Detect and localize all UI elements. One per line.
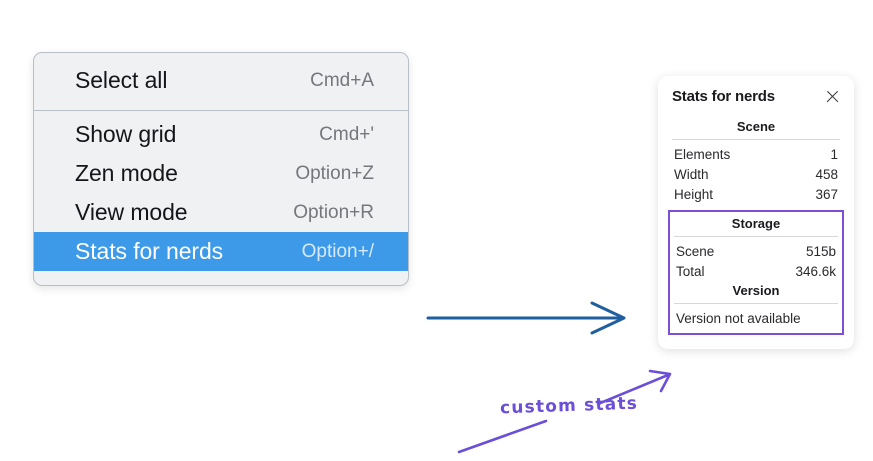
menu-item-label: Zen mode <box>75 160 178 186</box>
menu-item-shortcut: Option+/ <box>301 240 374 262</box>
menu-item-select-all[interactable]: Select all Cmd+A <box>34 61 408 100</box>
menu-group-bottom: Show grid Cmd+' Zen mode Option+Z View m… <box>34 111 408 285</box>
menu-item-label: Select all <box>75 67 168 93</box>
stat-row: Scene 515b <box>674 241 838 261</box>
section-storage: Storage Scene 515b Total 346.6k <box>674 214 838 281</box>
menu-divider <box>34 110 408 111</box>
stat-row: Elements 1 <box>672 144 840 164</box>
section-heading-version: Version <box>732 283 780 298</box>
stat-label: Width <box>674 166 709 182</box>
menu-group-top: Select all Cmd+A <box>34 53 408 110</box>
menu-item-show-grid[interactable]: Show grid Cmd+' <box>34 115 408 154</box>
section-heading-scene: Scene <box>736 119 776 134</box>
panel-title: Stats for nerds <box>672 88 775 105</box>
menu-item-shortcut: Cmd+' <box>319 123 374 145</box>
stat-label: Total <box>676 263 705 279</box>
menu-item-zen-mode[interactable]: Zen mode Option+Z <box>34 154 408 193</box>
section-version: Version Version not available <box>674 281 838 329</box>
stat-value: 1 <box>830 146 838 162</box>
menu-item-stats-for-nerds[interactable]: Stats for nerds Option+/ <box>34 232 408 271</box>
section-scene: Scene Elements 1 Width 458 Height 367 <box>672 117 840 204</box>
section-rule <box>674 303 838 304</box>
stat-label: Scene <box>676 243 715 259</box>
menu-item-view-mode[interactable]: View mode Option+R <box>34 193 408 232</box>
menu-item-label: Show grid <box>75 121 177 147</box>
stat-value: 346.6k <box>795 263 836 279</box>
version-value: Version not available <box>676 311 801 326</box>
section-rule <box>672 139 840 140</box>
blue-arrow <box>426 301 626 335</box>
menu-item-label: View mode <box>75 199 188 225</box>
stat-label: Height <box>674 186 714 202</box>
menu-item-shortcut: Option+Z <box>295 162 374 184</box>
menu-item-shortcut: Option+R <box>293 201 374 223</box>
menu-item-label: Stats for nerds <box>75 238 224 264</box>
menu-item-shortcut: Cmd+A <box>310 69 374 91</box>
close-icon[interactable] <box>825 89 840 104</box>
purple-arrow-lower <box>457 419 548 454</box>
stat-value: 515b <box>805 243 836 259</box>
stat-row: Height 367 <box>672 184 840 204</box>
stats-for-nerds-panel: Stats for nerds Scene Elements 1 Width 4… <box>658 76 854 349</box>
stat-label: Elements <box>674 146 731 162</box>
section-rule <box>674 236 838 237</box>
panel-header: Stats for nerds <box>672 88 840 105</box>
stat-value: 458 <box>815 166 838 182</box>
section-heading-storage: Storage <box>731 216 781 231</box>
context-menu: Select all Cmd+A Show grid Cmd+' Zen mod… <box>33 52 409 286</box>
stat-row: Width 458 <box>672 164 840 184</box>
custom-stats-highlight-box: Storage Scene 515b Total 346.6k Version … <box>668 210 844 335</box>
stat-row: Total 346.6k <box>674 261 838 281</box>
stat-value: 367 <box>815 186 838 202</box>
custom-stats-annotation-label: custom stats <box>499 393 639 419</box>
